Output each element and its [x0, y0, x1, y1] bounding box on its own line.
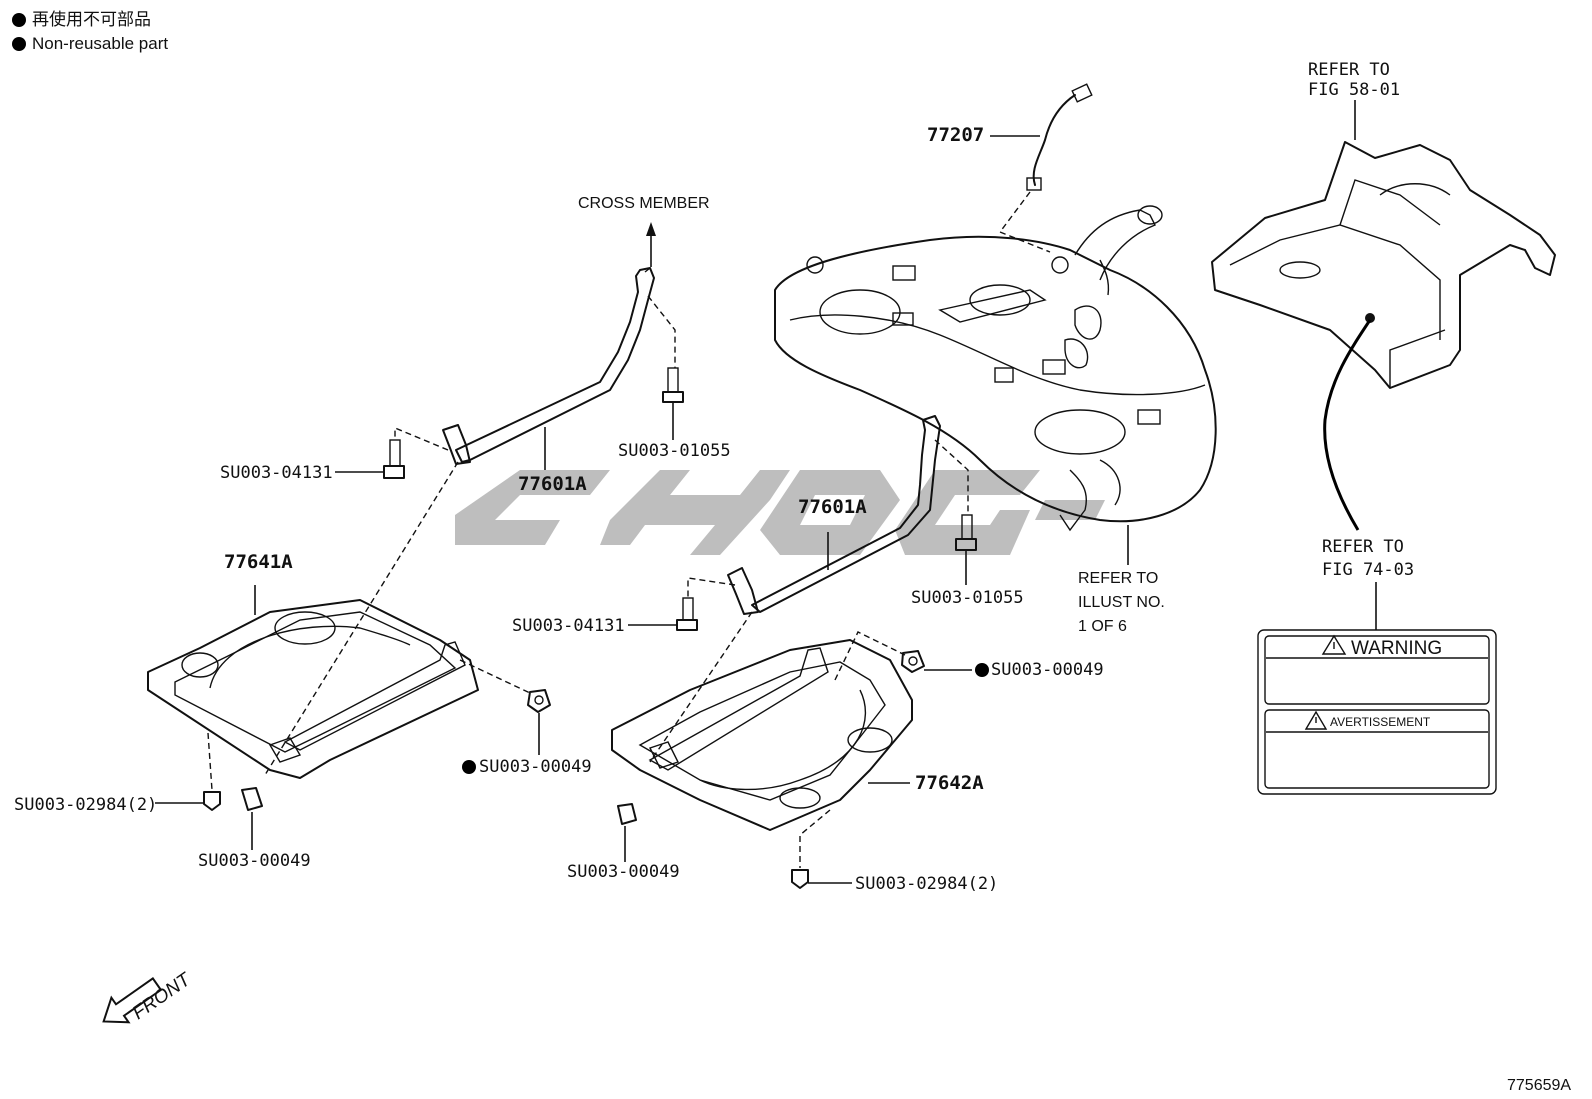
- su003-00049-clip-left-label: SU003-00049: [198, 851, 311, 871]
- floor-panel: [1211, 141, 1556, 389]
- su003-02984-left-label: SU003-02984(2): [14, 795, 157, 815]
- legend-row-jp: 再使用不可部品: [12, 8, 168, 32]
- non-reusable-dot-icon: [12, 13, 26, 27]
- su003-00049-nut-right-label: SU003-00049: [991, 660, 1104, 680]
- avertissement-text: AVERTISSEMENT: [1330, 715, 1431, 729]
- bolt-01055-right: [955, 514, 977, 551]
- dashline-nut-left: [459, 659, 531, 694]
- clip-00049-right: [617, 803, 637, 825]
- fuel-tank-strap-left: [442, 267, 655, 465]
- nut-00049-right: [901, 650, 925, 673]
- su003-04131-right-label: SU003-04131: [512, 616, 625, 636]
- bolt-01055-left: [662, 367, 684, 403]
- su003-04131-left-label: SU003-04131: [220, 463, 333, 483]
- su003-00049-nut-left-label: SU003-00049: [479, 757, 592, 777]
- su003-01055-right-label: SU003-01055: [911, 588, 1024, 608]
- refer-illust-line3: 1 OF 6: [1078, 618, 1127, 635]
- warning-triangle-icon: [1321, 634, 1347, 655]
- warning-text: WARNING: [1351, 638, 1442, 659]
- refer-fig-74-line1: REFER TO: [1322, 537, 1404, 557]
- dashline-strap-to-cover-right: [649, 611, 753, 763]
- clip-02984-left: [203, 791, 221, 811]
- part-77601a-right-label: 77601A: [798, 496, 867, 518]
- part-77601a-left-label: 77601A: [518, 473, 587, 495]
- dashline-01055-right: [934, 439, 969, 515]
- legend-label-jp: 再使用不可部品: [32, 10, 151, 29]
- front-label: FRONT: [129, 969, 196, 1025]
- clip-00049-left: [241, 787, 263, 811]
- figure-code-label: 775659A: [1507, 1077, 1571, 1094]
- front-arrow-icon: [102, 977, 163, 1024]
- fuel-tank: [774, 205, 1217, 532]
- part-77641a-label: 77641A: [224, 551, 293, 573]
- legend: 再使用不可部品 Non-reusable part: [12, 8, 168, 56]
- su003-00049-clip-right-label: SU003-00049: [567, 862, 680, 882]
- non-reusable-dot-icon: [975, 663, 989, 677]
- part-77207-label: 77207: [927, 124, 984, 146]
- bolt-04131-left: [383, 439, 405, 479]
- bolt-04131-right: [676, 597, 698, 631]
- cross-member-arrow: [646, 222, 656, 267]
- bolt-dashline-04131-left: [394, 426, 449, 451]
- warning-triangle-icon: [1304, 710, 1328, 730]
- legend-label-en: Non-reusable part: [32, 34, 169, 53]
- refer-illust-line1: REFER TO: [1078, 570, 1158, 587]
- warning-label: WARNING AVERTISSEMENT: [1257, 629, 1497, 795]
- nut-00049-left: [527, 689, 551, 713]
- su003-02984-right-label: SU003-02984(2): [855, 874, 998, 894]
- cross-member-label: CROSS MEMBER: [578, 195, 710, 212]
- bolt-dashline-upper-left: [647, 295, 676, 368]
- dashline-02984-left: [207, 732, 213, 791]
- non-reusable-dot-icon: [12, 37, 26, 51]
- dashline-02984-right: [799, 809, 831, 868]
- sensor-77207: [1026, 83, 1093, 191]
- dashline-nut-right: [834, 631, 906, 681]
- part-77642a-label: 77642A: [915, 772, 984, 794]
- refer-fig-74-line2: FIG 74-03: [1322, 560, 1414, 580]
- refer-fig-58-line1: REFER TO: [1308, 60, 1390, 80]
- dashline-77207: [998, 191, 1051, 253]
- legend-row-en: Non-reusable part: [12, 32, 168, 56]
- refer-illust-line2: ILLUST NO.: [1078, 594, 1165, 611]
- under-cover-77642a: [611, 639, 913, 831]
- dashline-strap-to-cover-left: [264, 461, 459, 776]
- fuel-tank-strap-right: [727, 415, 941, 615]
- refer-fig-58-line2: FIG 58-01: [1308, 80, 1400, 100]
- non-reusable-dot-icon: [462, 760, 476, 774]
- dashline-04131-right: [687, 577, 736, 598]
- leader-fig-74: [1323, 319, 1372, 531]
- under-cover-77641a: [147, 599, 479, 779]
- clip-02984-right: [791, 869, 809, 889]
- su003-01055-left-label: SU003-01055: [618, 441, 731, 461]
